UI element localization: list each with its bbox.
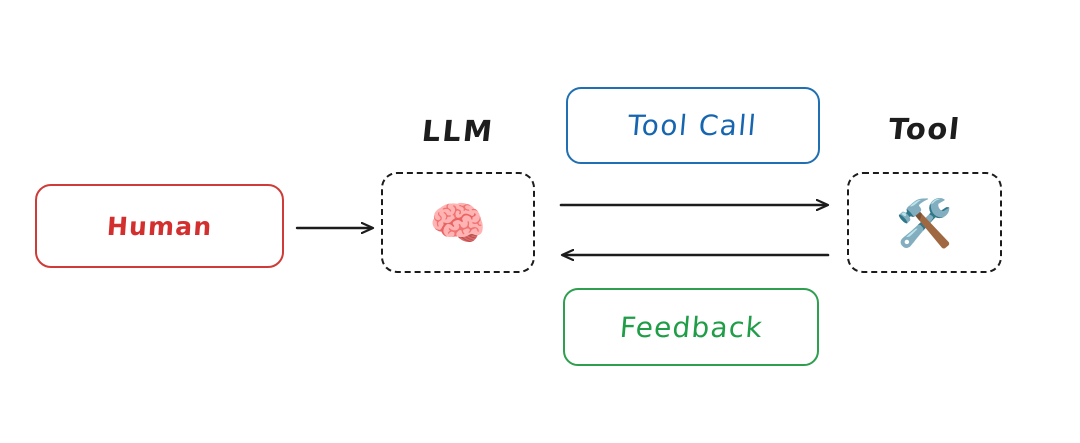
hammer-and-wrench-icon: 🛠️ xyxy=(895,195,954,250)
node-feedback[interactable]: Feedback xyxy=(563,288,819,366)
node-human[interactable]: Human xyxy=(35,184,284,268)
node-llm-title: LLM xyxy=(420,114,496,148)
node-feedback-label: Feedback xyxy=(618,310,764,344)
brain-icon: 🧠 xyxy=(429,195,487,250)
node-llm[interactable]: 🧠 xyxy=(381,172,535,273)
node-tool[interactable]: 🛠️ xyxy=(847,172,1002,273)
node-human-label: Human xyxy=(105,211,214,241)
node-tool-call-label: Tool Call xyxy=(627,109,759,142)
node-tool-call[interactable]: Tool Call xyxy=(566,87,820,164)
node-tool-title: Tool xyxy=(886,112,963,146)
